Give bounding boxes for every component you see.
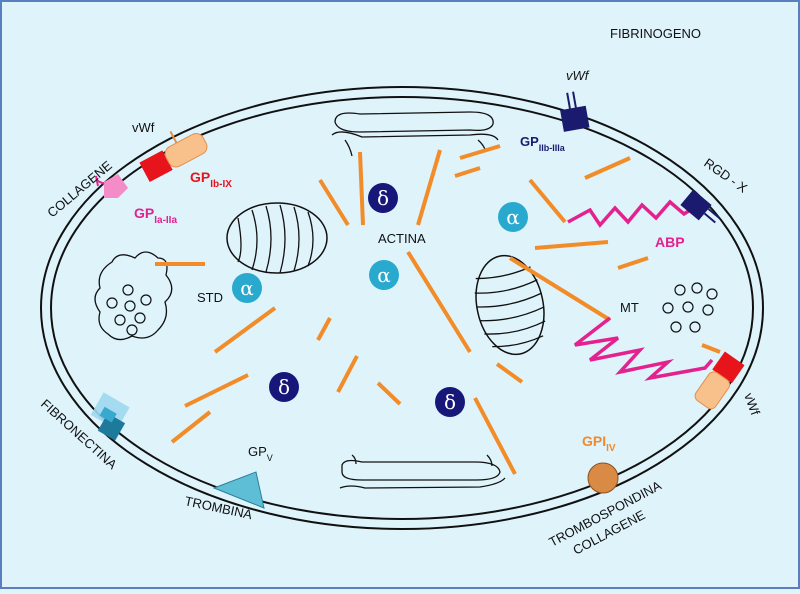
vwf-right-label: vWf: [741, 391, 763, 418]
actin-filament: [508, 256, 612, 322]
gp-iib-iiia-label: GPIIb-IIIa: [520, 134, 566, 153]
vwf-top-left-label: vWf: [132, 120, 155, 135]
actin-filament: [318, 178, 350, 227]
actin-filament: [534, 240, 609, 250]
vwf-right-receptor-icon: [694, 351, 745, 410]
gpv-label: GPV: [248, 444, 273, 463]
outer-membrane: [40, 86, 764, 530]
actin-filament: [316, 317, 332, 341]
actin-filament: [213, 306, 277, 354]
gp-ia-iia-label: GPIa-IIa: [134, 205, 177, 226]
actin-filament: [454, 166, 481, 178]
actin-filament: [336, 355, 359, 393]
fibronectina-receptor-icon: [90, 392, 130, 441]
mt-label: MT: [620, 300, 639, 315]
mitochondrion-left-icon: [226, 202, 328, 274]
alpha-granule-icon: α: [232, 273, 262, 303]
alpha-granule-icon: α: [369, 260, 399, 290]
actin-filament: [459, 144, 501, 160]
actin-filament: [617, 256, 649, 270]
open-canalicular-system-icon: [94, 251, 173, 341]
abp-actin-binding-protein: [567, 199, 699, 228]
inner-membrane: [50, 96, 754, 520]
microtubule-circles-icon: [662, 282, 718, 333]
rgd-x-receptor-icon: [680, 189, 720, 224]
alpha-granule-icon: α: [498, 202, 528, 232]
gp-ia-iia-receptor-icon: [95, 174, 128, 198]
actin-filament: [528, 178, 567, 224]
microtubule-zigzag: [573, 316, 714, 381]
actin-filament: [184, 373, 249, 408]
actin-filaments: [155, 144, 721, 475]
delta-granule-symbol: δ: [377, 186, 389, 210]
delta-granule-icon: δ: [368, 183, 398, 213]
abp-label: ABP: [655, 234, 685, 250]
delta-granule-icon: δ: [435, 387, 465, 417]
gp-ib-ix-receptor-icon: [139, 130, 208, 183]
golgi-bottom-icon: [339, 454, 506, 489]
actin-filament: [358, 151, 365, 226]
golgi-top-icon: [331, 111, 499, 157]
alpha-granule-symbol: α: [240, 276, 254, 300]
alpha-granule-symbol: α: [377, 263, 391, 287]
gp-iib-iiia-receptor-icon: [560, 91, 590, 132]
alpha-granule-symbol: α: [506, 205, 520, 229]
actin-filament: [406, 250, 472, 354]
delta-granule-symbol: δ: [444, 390, 456, 414]
vwf-top-right-label: vWf: [566, 68, 590, 83]
actina-label: ACTINA: [378, 231, 426, 246]
gpi-iv-label: GPIIV: [582, 433, 616, 454]
actin-filament: [584, 156, 631, 180]
actin-filament: [701, 343, 721, 354]
trombina-receptor-icon: [212, 471, 265, 509]
actin-filament: [376, 381, 402, 406]
delta-granule-symbol: δ: [278, 375, 290, 399]
delta-granule-icon: δ: [269, 372, 299, 402]
actin-filament: [495, 362, 524, 384]
gp-ib-ix-label: GPIb-IX: [190, 169, 232, 190]
actin-filament: [416, 149, 442, 226]
gpi-iv-receptor-icon: [587, 462, 619, 494]
std-label: STD: [197, 290, 223, 305]
actin-filament: [473, 397, 517, 475]
fibrinogeno-label: FIBRINOGENO: [610, 26, 701, 41]
actin-filament: [170, 410, 212, 444]
